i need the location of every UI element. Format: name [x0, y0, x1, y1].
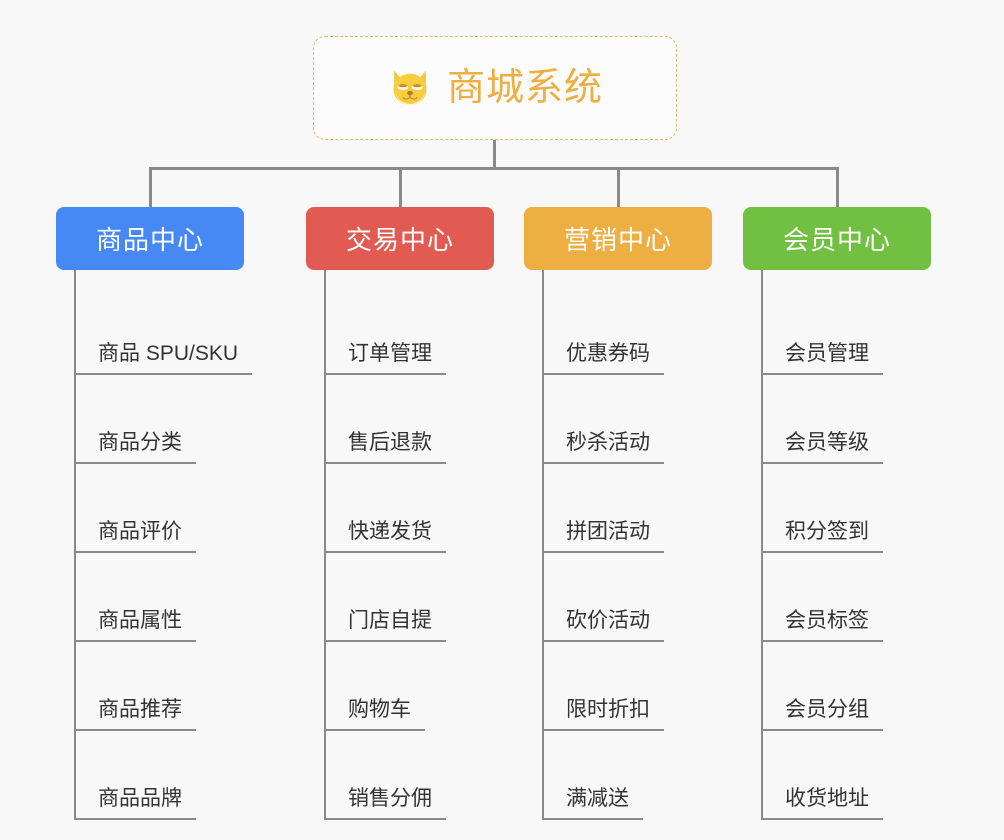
- leaf-label: 拼团活动: [566, 519, 650, 543]
- category-label: 会员中心: [782, 225, 891, 255]
- leaf-list-member-center: 会员管理 会员等级 积分签到 会员标签 会员分组 收货地址: [743, 270, 943, 820]
- connector-drop-trade-center: [399, 167, 402, 207]
- list-item[interactable]: 会员等级: [761, 375, 943, 464]
- category-header-member-center[interactable]: 会员中心: [743, 207, 931, 270]
- leaf-label: 门店自提: [348, 608, 432, 632]
- list-item[interactable]: 砍价活动: [542, 553, 724, 642]
- list-item[interactable]: 限时折扣: [542, 642, 724, 731]
- leaf-label: 满减送: [566, 786, 629, 810]
- category-header-product-center[interactable]: 商品中心: [56, 207, 244, 270]
- list-item[interactable]: 满减送: [542, 731, 724, 820]
- leaf-label: 秒杀活动: [566, 430, 650, 454]
- leaf-label: 订单管理: [348, 341, 432, 365]
- leaf-label: 购物车: [348, 697, 411, 721]
- list-item[interactable]: 秒杀活动: [542, 375, 724, 464]
- branch-member-center: 会员中心 会员管理 会员等级 积分签到 会员标签 会员分组 收货地址: [743, 207, 943, 820]
- list-item[interactable]: 积分签到: [761, 464, 943, 553]
- leaf-label: 会员分组: [785, 697, 869, 721]
- trunk-line: [761, 270, 763, 820]
- leaf-label: 积分签到: [785, 519, 869, 543]
- list-item[interactable]: 拼团活动: [542, 464, 724, 553]
- category-label: 营销中心: [563, 225, 672, 255]
- category-label: 商品中心: [95, 225, 204, 255]
- connector-drop-member-center: [836, 167, 839, 207]
- list-item[interactable]: 商品评价: [74, 464, 256, 553]
- leaf-label: 会员标签: [785, 608, 869, 632]
- list-item[interactable]: 快递发货: [324, 464, 506, 553]
- connector-drop-marketing-center: [617, 167, 620, 207]
- branch-product-center: 商品中心 商品 SPU/SKU 商品分类 商品评价 商品属性 商品推荐 商品品牌: [56, 207, 256, 820]
- shiba-dog-face-icon: [393, 70, 427, 107]
- leaf-label: 商品 SPU/SKU: [98, 341, 239, 365]
- leaf-label: 商品品牌: [98, 786, 182, 810]
- list-item[interactable]: 商品属性: [74, 553, 256, 642]
- leaf-label: 收货地址: [785, 786, 869, 810]
- list-item[interactable]: 购物车: [324, 642, 506, 731]
- list-item[interactable]: 门店自提: [324, 553, 506, 642]
- root-title: 商城系统: [446, 67, 603, 109]
- leaf-label: 销售分佣: [348, 786, 432, 810]
- branch-trade-center: 交易中心 订单管理 售后退款 快递发货 门店自提 购物车 销售分佣: [306, 207, 506, 820]
- trunk-line: [74, 270, 76, 820]
- leaf-label: 商品推荐: [98, 697, 182, 721]
- list-item[interactable]: 会员标签: [761, 553, 943, 642]
- list-item[interactable]: 商品 SPU/SKU: [74, 286, 256, 375]
- list-item[interactable]: 收货地址: [761, 731, 943, 820]
- trunk-line: [542, 270, 544, 820]
- connector-horizontal-bus: [149, 167, 839, 170]
- list-item[interactable]: 订单管理: [324, 286, 506, 375]
- leaf-list-marketing-center: 优惠券码 秒杀活动 拼团活动 砍价活动 限时折扣 满减送: [524, 270, 724, 820]
- category-header-trade-center[interactable]: 交易中心: [306, 207, 494, 270]
- leaf-label: 快递发货: [348, 519, 432, 543]
- leaf-label: 商品分类: [98, 430, 182, 454]
- list-item[interactable]: 商品分类: [74, 375, 256, 464]
- leaf-label: 砍价活动: [566, 608, 650, 632]
- leaf-label: 限时折扣: [566, 697, 650, 721]
- list-item[interactable]: 售后退款: [324, 375, 506, 464]
- root-node[interactable]: 商城系统: [313, 36, 677, 140]
- connector-root-stem: [493, 140, 496, 169]
- leaf-label: 优惠券码: [566, 341, 650, 365]
- list-item[interactable]: 优惠券码: [542, 286, 724, 375]
- branch-marketing-center: 营销中心 优惠券码 秒杀活动 拼团活动 砍价活动 限时折扣 满减送: [524, 207, 724, 820]
- leaf-list-product-center: 商品 SPU/SKU 商品分类 商品评价 商品属性 商品推荐 商品品牌: [56, 270, 256, 820]
- list-item[interactable]: 商品推荐: [74, 642, 256, 731]
- list-item[interactable]: 销售分佣: [324, 731, 506, 820]
- leaf-label: 售后退款: [348, 430, 432, 454]
- leaf-label: 商品属性: [98, 608, 182, 632]
- list-item[interactable]: 会员管理: [761, 286, 943, 375]
- category-header-marketing-center[interactable]: 营销中心: [524, 207, 712, 270]
- list-item[interactable]: 会员分组: [761, 642, 943, 731]
- trunk-line: [324, 270, 326, 820]
- category-label: 交易中心: [345, 225, 454, 255]
- leaf-label: 会员管理: [785, 341, 869, 365]
- connector-drop-product-center: [149, 167, 152, 207]
- leaf-label: 商品评价: [98, 519, 182, 543]
- leaf-list-trade-center: 订单管理 售后退款 快递发货 门店自提 购物车 销售分佣: [306, 270, 506, 820]
- list-item[interactable]: 商品品牌: [74, 731, 256, 820]
- leaf-label: 会员等级: [785, 430, 869, 454]
